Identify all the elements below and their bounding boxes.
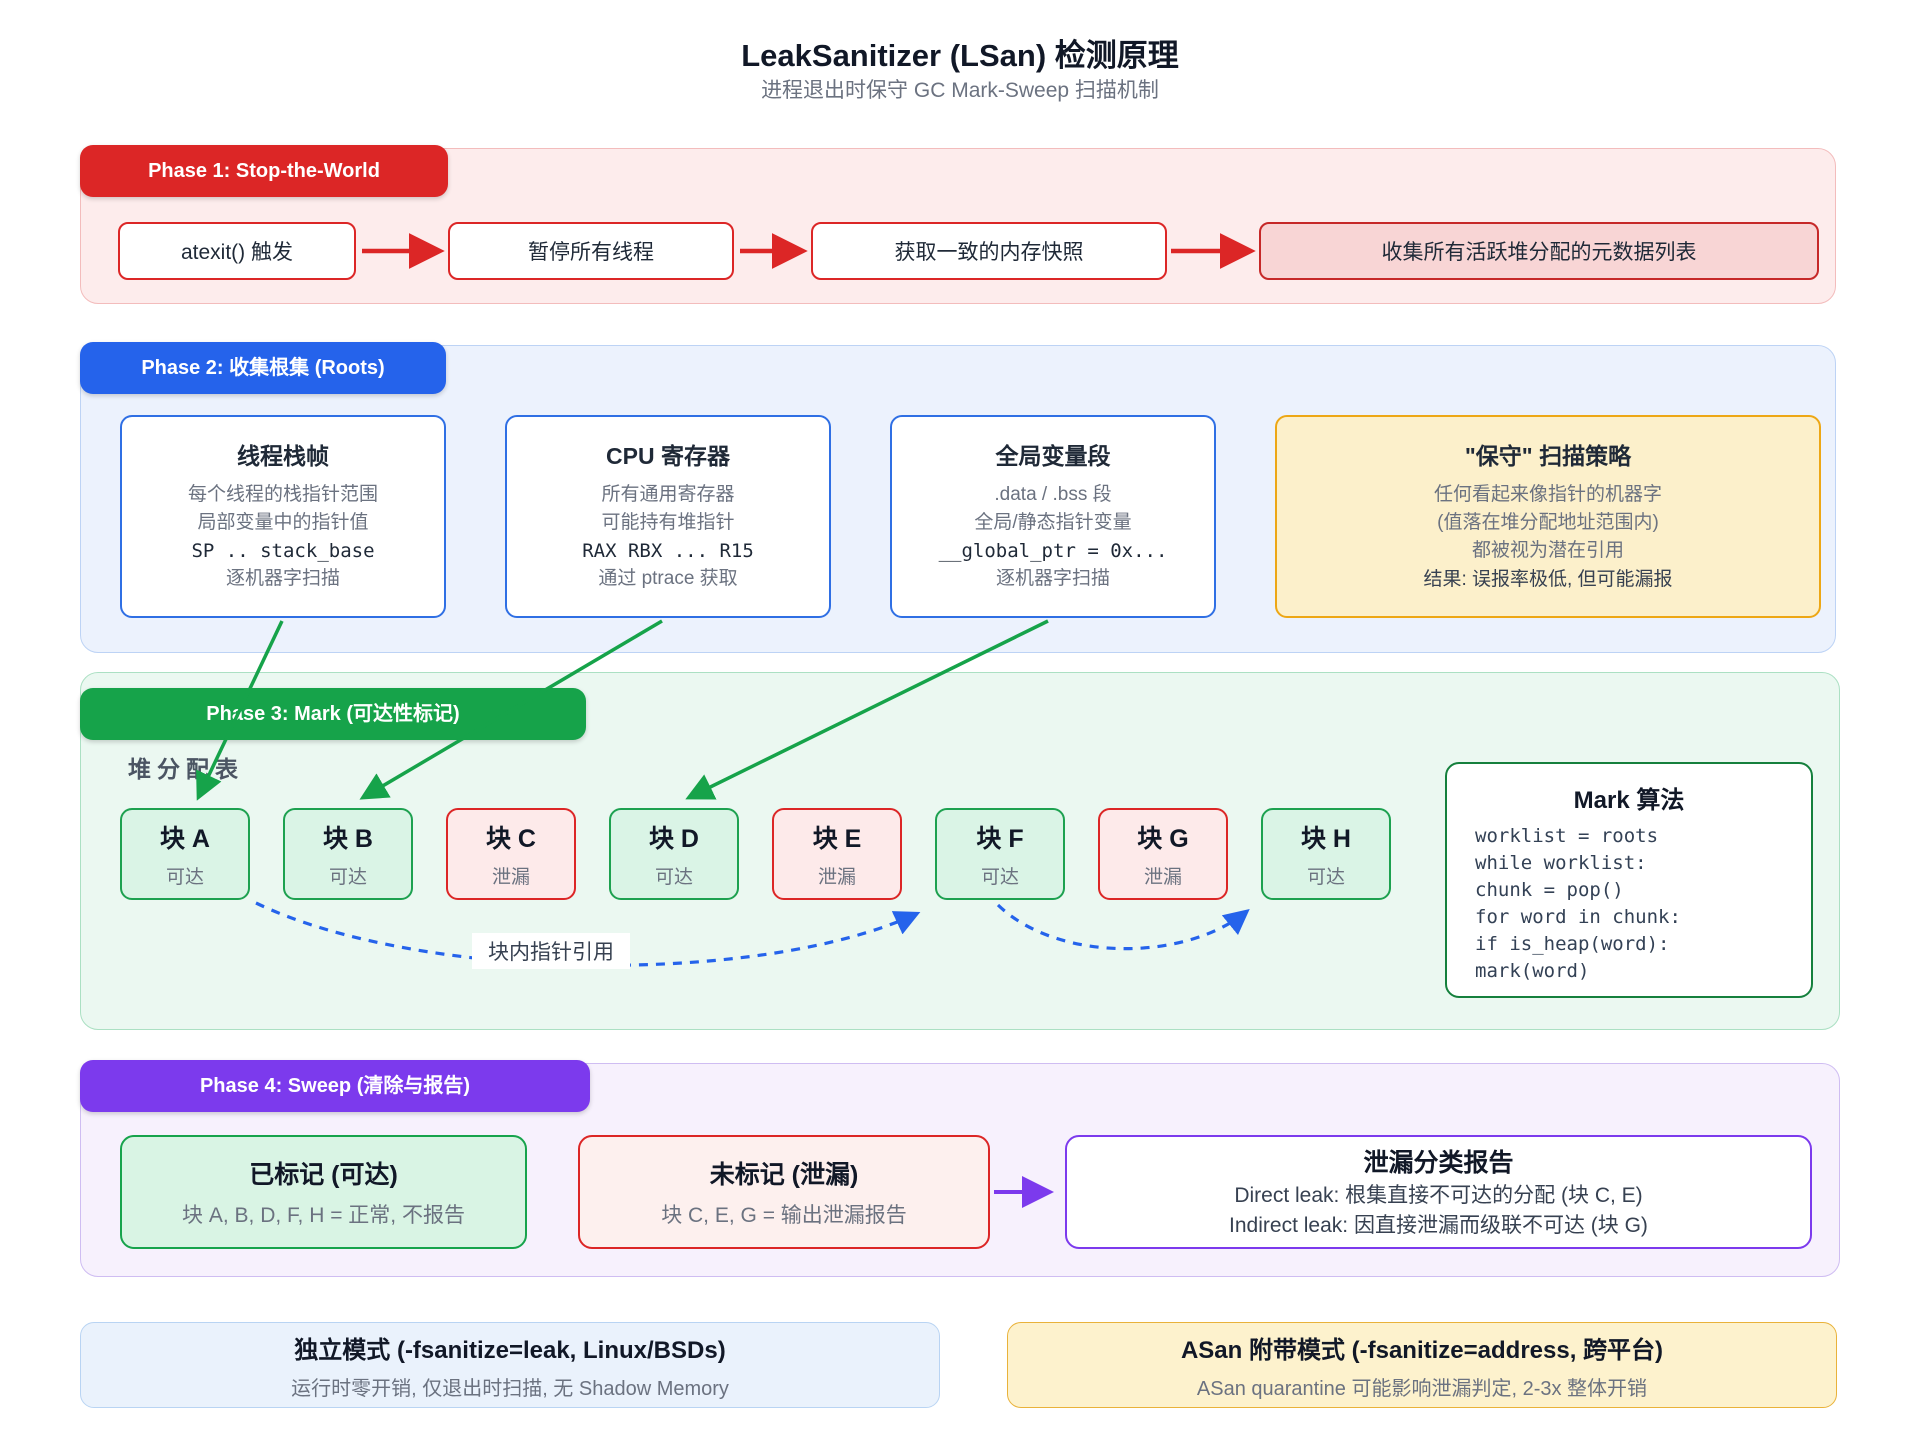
card-line: 逐机器字扫描	[995, 568, 1110, 589]
card-line: 都被视为潜在引用	[1471, 540, 1624, 561]
card-conservative-strategy: "保守" 扫描策略 任何看起来像指针的机器字 (值落在堆分配地址范围内) 都被视…	[1275, 415, 1821, 618]
block-name: 块 E	[812, 825, 862, 853]
heap-block-h: 块 H 可达	[1261, 808, 1391, 900]
card-result-line: 结果: 误报率极低, 但可能漏报	[1423, 569, 1673, 590]
result-title: 泄漏分类报告	[1363, 1149, 1514, 1177]
result-subtitle: 块 C, E, G = 输出泄漏报告	[661, 1204, 907, 1227]
card-thread-stacks: 线程栈帧 每个线程的栈指针范围 局部变量中的指针值 SP .. stack_ba…	[120, 415, 446, 618]
card-code: SP .. stack_base	[191, 540, 375, 562]
card-line: (值落在堆分配地址范围内)	[1437, 512, 1659, 533]
code-line: while worklist:	[1475, 852, 1647, 874]
heap-block-c: 块 C 泄漏	[446, 808, 576, 900]
step-suspend-threads: 暂停所有线程	[448, 222, 734, 280]
mode-title: ASan 附带模式 (-fsanitize=address, 跨平台)	[1180, 1336, 1664, 1364]
card-line: 可能持有堆指针	[601, 512, 735, 533]
card-code: __global_ptr = 0x...	[938, 540, 1168, 562]
code-line: mark(word)	[1475, 960, 1590, 982]
card-title: CPU 寄存器	[606, 443, 730, 469]
leak-report-box: 泄漏分类报告 Direct leak: 根集直接不可达的分配 (块 C, E) …	[1065, 1135, 1812, 1249]
heap-block-a: 块 A 可达	[120, 808, 250, 900]
heap-block-f: 块 F 可达	[935, 808, 1065, 900]
card-title: 线程栈帧	[237, 443, 329, 469]
asan-mode-box: ASan 附带模式 (-fsanitize=address, 跨平台) ASan…	[1007, 1322, 1837, 1408]
standalone-mode-box: 独立模式 (-fsanitize=leak, Linux/BSDs) 运行时零开…	[80, 1322, 940, 1408]
block-name: 块 H	[1300, 825, 1351, 853]
card-line: .data / .bss 段	[994, 484, 1112, 505]
card-code: RAX RBX ... R15	[582, 540, 754, 562]
report-line: Indirect leak: 因直接泄漏而级联不可达 (块 G)	[1229, 1214, 1648, 1237]
card-title: "保守" 扫描策略	[1464, 443, 1632, 469]
result-title: 未标记 (泄漏)	[709, 1161, 859, 1189]
card-line: 逐机器字扫描	[225, 568, 340, 589]
step-atexit: atexit() 触发	[118, 222, 356, 280]
heap-block-b: 块 B 可达	[283, 808, 413, 900]
card-title: 全局变量段	[995, 443, 1111, 469]
code-line: if is_heap(word):	[1475, 933, 1670, 955]
code-line: worklist = roots	[1475, 825, 1659, 847]
step-collect-metadata: 收集所有活跃堆分配的元数据列表	[1259, 222, 1819, 280]
card-cpu-registers: CPU 寄存器 所有通用寄存器 可能持有堆指针 RAX RBX ... R15 …	[505, 415, 831, 618]
block-name: 块 G	[1137, 825, 1189, 853]
phase1-badge: Phase 1: Stop-the-World	[80, 145, 448, 197]
page-title: LeakSanitizer (LSan) 检测原理	[741, 38, 1179, 73]
step-memory-snapshot: 获取一致的内存快照	[811, 222, 1167, 280]
result-title: 已标记 (可达)	[249, 1161, 398, 1189]
block-name: 块 F	[976, 825, 1024, 853]
mode-subtitle: ASan quarantine 可能影响泄漏判定, 2-3x 整体开销	[1196, 1377, 1648, 1400]
report-line: Direct leak: 根集直接不可达的分配 (块 C, E)	[1234, 1184, 1643, 1207]
phase2-badge: Phase 2: 收集根集 (Roots)	[80, 342, 446, 394]
phase4-badge: Phase 4: Sweep (清除与报告)	[80, 1060, 590, 1112]
result-subtitle: 块 A, B, D, F, H = 正常, 不报告	[182, 1204, 465, 1227]
card-line: 通过 ptrace 获取	[598, 568, 738, 589]
card-line: 任何看起来像指针的机器字	[1433, 484, 1662, 505]
card-line: 全局/静态指针变量	[974, 512, 1132, 533]
block-status: 可达	[1306, 867, 1345, 888]
intra-block-pointer-label: 块内指针引用	[472, 933, 630, 969]
card-global-segments: 全局变量段 .data / .bss 段 全局/静态指针变量 __global_…	[890, 415, 1216, 618]
block-name: 块 C	[485, 825, 536, 853]
block-name: 块 D	[648, 825, 699, 853]
code-line: chunk = pop()	[1475, 879, 1624, 901]
block-name: 块 A	[159, 825, 210, 853]
block-status: 泄漏	[1143, 867, 1182, 888]
heap-block-d: 块 D 可达	[609, 808, 739, 900]
block-status: 可达	[165, 867, 204, 888]
card-line: 所有通用寄存器	[601, 484, 735, 505]
sweep-marked-box: 已标记 (可达) 块 A, B, D, F, H = 正常, 不报告	[120, 1135, 527, 1249]
block-status: 泄漏	[491, 867, 530, 888]
card-line: 局部变量中的指针值	[197, 512, 369, 533]
phase3-badge: Phase 3: Mark (可达性标记)	[80, 688, 586, 740]
sweep-unmarked-box: 未标记 (泄漏) 块 C, E, G = 输出泄漏报告	[578, 1135, 990, 1249]
heap-table-label: 堆分配表	[128, 756, 244, 782]
mark-algorithm-title: Mark 算法	[1573, 787, 1685, 814]
block-status: 可达	[980, 867, 1019, 888]
block-status: 可达	[654, 867, 693, 888]
page-subtitle: 进程退出时保守 GC Mark-Sweep 扫描机制	[761, 79, 1159, 102]
mode-subtitle: 运行时零开销, 仅退出时扫描, 无 Shadow Memory	[291, 1377, 729, 1400]
code-line: for word in chunk:	[1475, 906, 1681, 928]
mark-algorithm-code: worklist = roots while worklist: chunk =…	[1475, 823, 1811, 985]
block-status: 可达	[328, 867, 367, 888]
mark-algorithm-box: Mark 算法 worklist = roots while worklist:…	[1445, 762, 1813, 998]
block-name: 块 B	[322, 825, 373, 853]
heap-block-e: 块 E 泄漏	[772, 808, 902, 900]
heap-block-g: 块 G 泄漏	[1098, 808, 1228, 900]
mode-title: 独立模式 (-fsanitize=leak, Linux/BSDs)	[294, 1336, 726, 1364]
card-line: 每个线程的栈指针范围	[187, 484, 378, 505]
block-status: 泄漏	[817, 867, 856, 888]
